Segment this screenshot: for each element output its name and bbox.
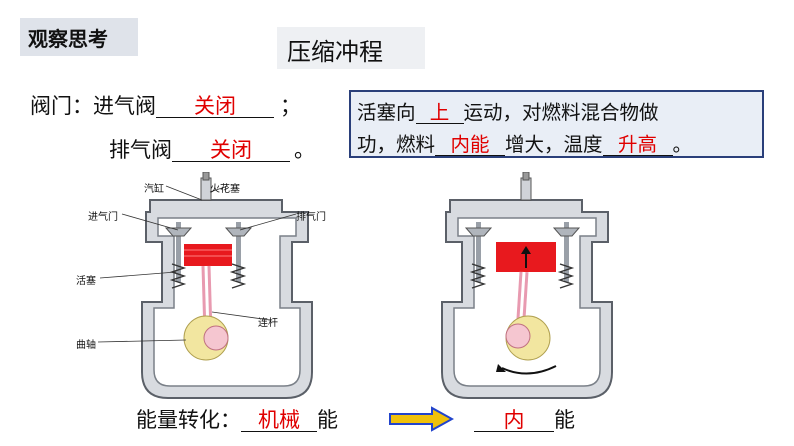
statement-answer-temperature: 升高 — [602, 134, 673, 157]
exhaust-valve-head — [224, 227, 253, 237]
intake-valve-head — [164, 227, 193, 237]
label-exhaust-valve: 排气门 — [296, 212, 326, 223]
statement-text-5: 。 — [672, 133, 693, 156]
engine-diagram-compression — [441, 172, 613, 399]
engine-interior — [153, 217, 301, 387]
statement-answer-direction: 上 — [415, 102, 464, 125]
leader-crank — [97, 339, 187, 343]
label-spark-plug: 火花塞 — [210, 184, 240, 195]
spark-plug-2 — [520, 177, 532, 201]
label-intake-valve: 进气门 — [88, 212, 118, 223]
intake-spring-2 — [469, 263, 487, 289]
intake-valve-label: 进气阀 — [93, 94, 156, 118]
leader-exhaust — [239, 213, 297, 231]
statement-box: 活塞向上运动，对燃料混合物做 功，燃料内能增大，温度升高。 — [349, 90, 764, 158]
intake-valve-line: 阀门：进气阀关闭； — [30, 90, 301, 120]
rotation-arrow-head-icon — [496, 364, 506, 372]
leader-cylinder — [165, 185, 203, 201]
label-cylinder: 汽缸 — [144, 184, 164, 195]
exhaust-valve-label: 排气阀 — [109, 138, 172, 162]
statement-text-4: 增大，温度 — [505, 133, 603, 156]
exhaust-valve-line: 排气阀关闭。 — [109, 134, 315, 164]
exhaust-valve-end: 。 — [294, 138, 315, 162]
label-piston: 活塞 — [76, 276, 96, 287]
stroke-title-box: 压缩冲程 — [277, 27, 425, 69]
valves-label: 阀门： — [30, 94, 93, 118]
leader-rod — [211, 311, 271, 321]
exhaust-valve-stem — [236, 222, 241, 282]
statement-row-2: 功，燃料内能增大，温度升高。 — [357, 128, 692, 157]
energy-result-line: 内能 — [474, 404, 575, 434]
statement-answer-energy: 内能 — [435, 134, 506, 157]
intake-valve-answer: 关闭 — [156, 95, 274, 119]
engine-diagram-labeled — [97, 172, 313, 399]
conversion-arrow-icon — [389, 406, 454, 432]
piston-up-arrow-icon — [521, 246, 531, 254]
intake-valve-stem-2 — [476, 222, 481, 282]
leader-spark-plug — [209, 185, 229, 193]
crank-pin — [203, 325, 229, 351]
exhaust-valve-answer: 关闭 — [172, 139, 290, 163]
intake-valve-head-2 — [464, 227, 493, 237]
rotation-arrow-icon — [501, 365, 557, 375]
conversion-arrow-shape — [389, 406, 454, 432]
section-tag: 观察思考 — [20, 18, 138, 56]
label-connecting-rod: 连杆 — [258, 318, 278, 329]
energy-from-suffix: 能 — [317, 408, 338, 432]
leader-piston — [99, 271, 177, 279]
intake-valve-stem — [176, 222, 181, 282]
intake-spring — [169, 263, 187, 289]
statement-text-2: 运动，对燃料混合物做 — [463, 101, 659, 124]
energy-to-answer: 内 — [474, 409, 554, 433]
energy-label: 能量转化： — [136, 408, 241, 432]
intake-valve-end: ； — [280, 94, 301, 118]
piston — [184, 244, 232, 266]
exhaust-spring-2 — [557, 263, 575, 289]
engine-interior-2 — [453, 217, 601, 387]
statement-text-1: 活塞向 — [357, 101, 416, 124]
exhaust-spring — [229, 263, 247, 289]
energy-conversion-line: 能量转化：机械能 — [136, 404, 338, 434]
stroke-title: 压缩冲程 — [287, 38, 383, 66]
section-tag-text: 观察思考 — [28, 27, 108, 51]
leader-intake — [121, 213, 179, 231]
exhaust-valve-stem-2 — [564, 222, 569, 282]
energy-from-answer: 机械 — [241, 409, 317, 433]
label-crankshaft: 曲轴 — [76, 340, 96, 351]
statement-row-1: 活塞向上运动，对燃料混合物做 — [357, 96, 659, 125]
spark-plug-tip — [202, 172, 210, 181]
crank-pin-2 — [505, 323, 531, 349]
exhaust-valve-head-2 — [552, 227, 581, 237]
spark-plug-tip-2 — [522, 172, 530, 181]
statement-text-3: 功，燃料 — [357, 133, 436, 156]
energy-to-suffix: 能 — [554, 408, 575, 432]
